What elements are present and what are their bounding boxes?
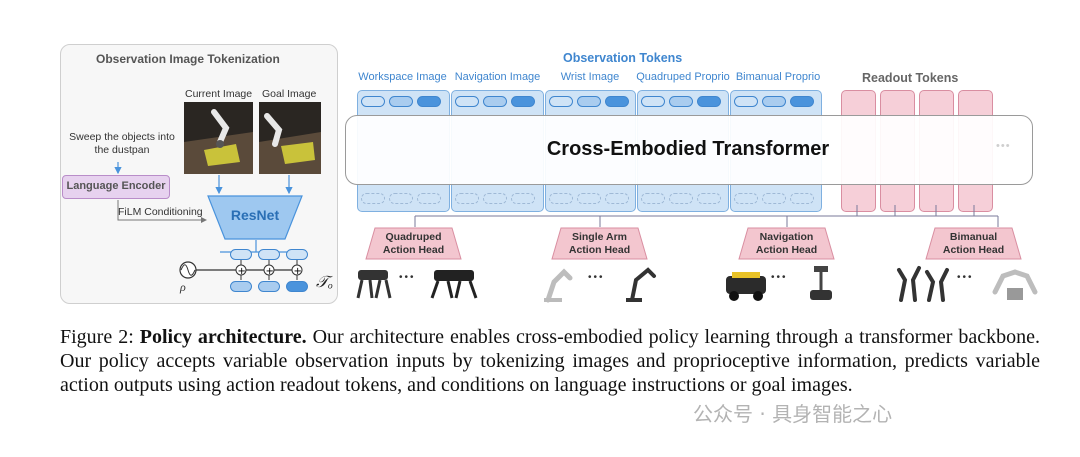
svg-text:+: + <box>238 266 246 277</box>
caption-figure-number: Figure 2: <box>60 326 134 348</box>
head-connectors <box>414 205 999 227</box>
caption-bold-title: Policy architecture. <box>139 326 307 348</box>
quadruped-action-head: Quadruped Action Head <box>365 227 462 260</box>
transformer-box <box>345 115 1033 185</box>
observation-output-token <box>483 193 507 204</box>
panel-title: Observation Image Tokenization <box>96 52 280 66</box>
image-token <box>258 281 280 292</box>
observation-token <box>389 96 413 107</box>
observation-output-token <box>734 193 758 204</box>
figure-caption: Figure 2: Policy architecture. Our archi… <box>60 325 1040 397</box>
navigation-action-head: Navigation Action Head <box>738 227 835 260</box>
readout-tokens-title: Readout Tokens <box>862 71 959 85</box>
quadruped-ellipsis: ••• <box>399 272 416 283</box>
language-encoder-box <box>62 175 170 199</box>
rho-symbol: ρ <box>180 280 186 294</box>
group-label-workspace: Workspace Image <box>358 71 447 83</box>
single-arm-action-head: Single Arm Action Head <box>551 227 648 260</box>
bimanual-robots-icon <box>897 266 1038 302</box>
quadruped-robots-icon <box>356 270 478 299</box>
observation-output-token <box>790 193 814 204</box>
caption-body: Our architecture enables cross-embodied … <box>60 326 1041 396</box>
observation-token <box>549 96 573 107</box>
observation-output-token <box>389 193 413 204</box>
more-tokens-ellipsis: ••• <box>996 140 1011 152</box>
group-label-quadruped-proprio: Quadruped Proprio <box>636 71 730 83</box>
navigation-robots-icon <box>726 266 832 301</box>
observation-token <box>455 96 479 107</box>
observation-output-token <box>549 193 573 204</box>
navigation-ellipsis: ••• <box>771 272 788 283</box>
tau-symbol: 𝒯ₒ <box>316 274 333 291</box>
bimanual-ellipsis: ••• <box>957 272 974 283</box>
film-label: FiLM Conditioning <box>118 206 203 218</box>
resnet-trapezoid <box>207 195 303 240</box>
feature-token <box>286 249 308 260</box>
single-arm-robots-icon <box>544 267 656 303</box>
single-arm-ellipsis: ••• <box>588 272 605 283</box>
observation-output-token <box>511 193 535 204</box>
observation-token <box>669 96 693 107</box>
group-label-wrist: Wrist Image <box>560 71 620 83</box>
observation-output-token <box>762 193 786 204</box>
observation-output-token <box>361 193 385 204</box>
observation-tokens-title: Observation Tokens <box>563 51 683 65</box>
current-image-label: Current Image <box>185 88 253 100</box>
language-encoder-label: Language Encoder <box>66 180 166 192</box>
svg-text:+: + <box>266 266 274 277</box>
observation-output-token <box>577 193 601 204</box>
instruction-text: Sweep the objects into the dustpan <box>69 131 175 156</box>
image-token <box>230 281 252 292</box>
image-token <box>286 281 308 292</box>
svg-text:+: + <box>294 266 302 277</box>
observation-output-token <box>641 193 665 204</box>
observation-token <box>697 96 721 107</box>
group-label-navigation: Navigation Image <box>454 71 541 83</box>
observation-token <box>417 96 441 107</box>
observation-token <box>605 96 629 107</box>
feature-token <box>258 249 280 260</box>
transformer-label: Cross-Embodied Transformer <box>546 138 830 160</box>
observation-token <box>734 96 758 107</box>
observation-token <box>361 96 385 107</box>
observation-token <box>483 96 507 107</box>
current-image <box>184 102 253 174</box>
observation-token <box>511 96 535 107</box>
bimanual-action-head: Bimanual Action Head <box>925 227 1022 260</box>
goal-image-label: Goal Image <box>262 88 317 100</box>
observation-output-token <box>455 193 479 204</box>
watermark-text: 公众号 · 具身智能之心 <box>693 402 893 426</box>
observation-output-token <box>669 193 693 204</box>
observation-token <box>762 96 786 107</box>
observation-output-token <box>697 193 721 204</box>
observation-token <box>641 96 665 107</box>
feature-token <box>230 249 252 260</box>
observation-tokenization-panel <box>60 44 338 304</box>
group-label-bimanual-proprio: Bimanual Proprio <box>735 71 821 83</box>
observation-token <box>790 96 814 107</box>
goal-image <box>259 102 321 174</box>
resnet-label: ResNet <box>230 207 280 223</box>
observation-output-token <box>417 193 441 204</box>
observation-token <box>577 96 601 107</box>
observation-output-token <box>605 193 629 204</box>
